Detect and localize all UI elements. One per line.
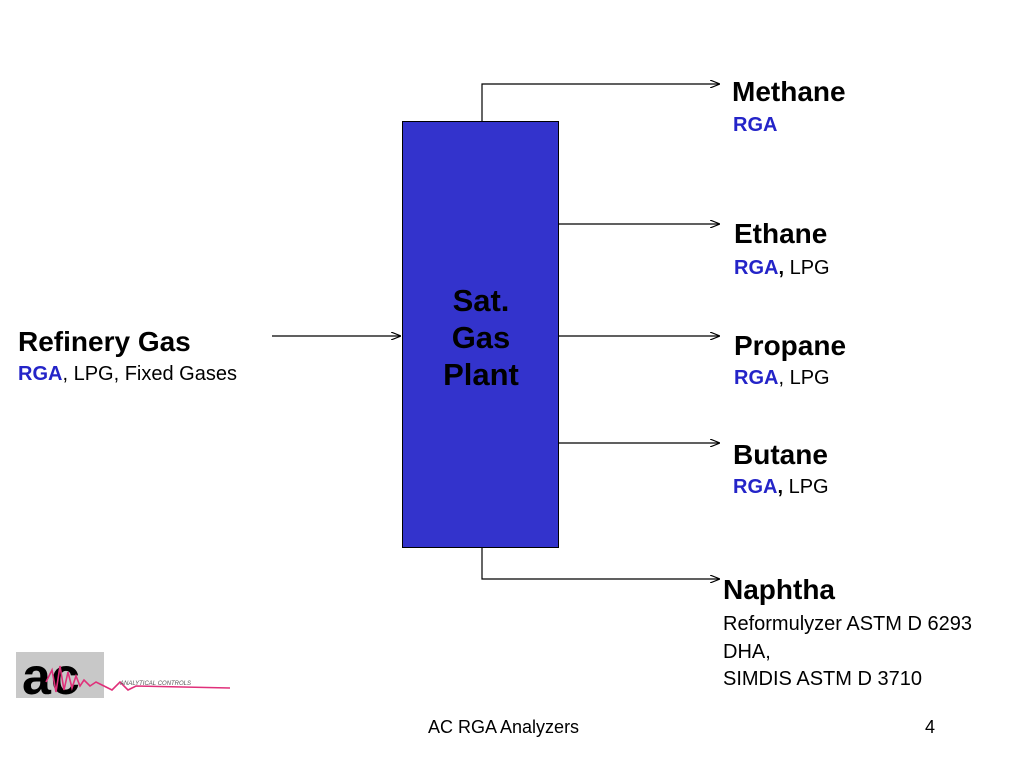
gas-plant-column bbox=[402, 121, 559, 548]
footer-title: AC RGA Analyzers bbox=[428, 717, 580, 737]
methane-arrow bbox=[481, 84, 719, 121]
ethane-title: Ethane bbox=[734, 218, 828, 249]
page-number: 4 bbox=[925, 717, 936, 737]
naphtha-analyzer-line: Reformulyzer ASTM D 6293 bbox=[723, 613, 972, 635]
feed-title: Refinery Gas bbox=[18, 326, 191, 357]
butane-analyzers: RGA, LPG bbox=[733, 476, 829, 498]
propane-analyzers: RGA, LPG bbox=[734, 367, 830, 389]
logo-letters: ac bbox=[22, 652, 80, 700]
methane-analyzers: RGA bbox=[733, 114, 778, 136]
naphtha-arrow bbox=[481, 548, 719, 579]
butane-title: Butane bbox=[733, 439, 828, 470]
ac-analytical-controls-logo: ac ANALYTICAL CONTROLS bbox=[16, 652, 231, 700]
logo-tagline: ANALYTICAL CONTROLS bbox=[119, 681, 191, 687]
ethane-analyzers: RGA, LPG bbox=[734, 257, 830, 279]
feed-analyzers: RGA, LPG, Fixed Gases bbox=[18, 363, 237, 385]
naphtha-title: Naphtha bbox=[723, 574, 835, 605]
plant-label: Sat. Gas Plant bbox=[443, 283, 519, 392]
methane-title: Methane bbox=[732, 76, 846, 107]
naphtha-analyzer-line: SIMDIS ASTM D 3710 bbox=[723, 668, 922, 690]
propane-title: Propane bbox=[734, 330, 847, 361]
naphtha-analyzer-line: DHA, bbox=[723, 641, 771, 663]
